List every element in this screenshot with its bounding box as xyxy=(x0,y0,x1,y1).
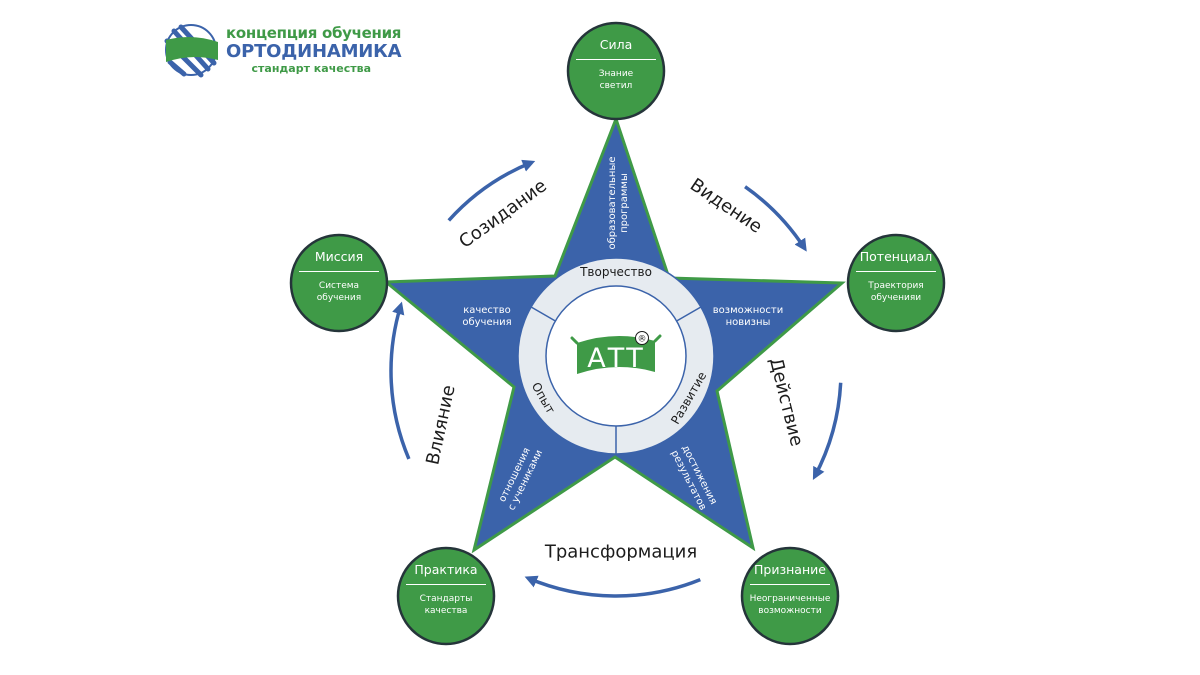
cycle-arrow-2 xyxy=(812,382,843,480)
cycle-arrow-5 xyxy=(447,159,536,222)
logo-tagline: концепция обучения xyxy=(226,24,402,42)
arm-label-group-top: образовательныепрограммы xyxy=(607,156,630,249)
logo-subtitle: стандарт качества xyxy=(251,62,372,75)
cycle-label-3: Трансформация xyxy=(544,542,697,563)
arm-label-top: образовательныепрограммы xyxy=(607,156,630,249)
logo-brand-name: ОРТОДИНАМИКА xyxy=(226,41,402,62)
logo-text-block: концепция обучения ОРТОДИНАМИКА стандарт… xyxy=(226,24,402,75)
brand-badge xyxy=(577,335,655,374)
node-circle-priznanie xyxy=(740,546,840,646)
node-circle-sila xyxy=(566,21,666,121)
cycle-arrow-3 xyxy=(524,575,701,598)
cycle-arrow-4 xyxy=(389,301,411,460)
node-circle-missiya xyxy=(289,233,389,333)
brand-att-text: АТТ xyxy=(587,343,644,374)
cycle-label-2: Действие xyxy=(765,356,807,449)
registered-mark-circle xyxy=(635,331,649,345)
ring-divider-1 xyxy=(676,306,702,322)
logo-emblem xyxy=(164,24,218,78)
brand-badge-tips xyxy=(570,334,662,345)
cycle-label-5: Созидание xyxy=(455,175,551,252)
cycle-label-4: Влияние xyxy=(422,383,459,467)
cycle-arrow-1 xyxy=(744,185,807,252)
registered-mark: ® xyxy=(638,335,647,345)
node-circle-praktika xyxy=(396,546,496,646)
ring-divider-3 xyxy=(530,306,556,322)
cycle-label-1: Видение xyxy=(686,174,766,237)
node-circle-potencial xyxy=(846,233,946,333)
logo-emblem-ribbon xyxy=(166,36,218,62)
ring-label-1: Творчество xyxy=(579,265,652,279)
